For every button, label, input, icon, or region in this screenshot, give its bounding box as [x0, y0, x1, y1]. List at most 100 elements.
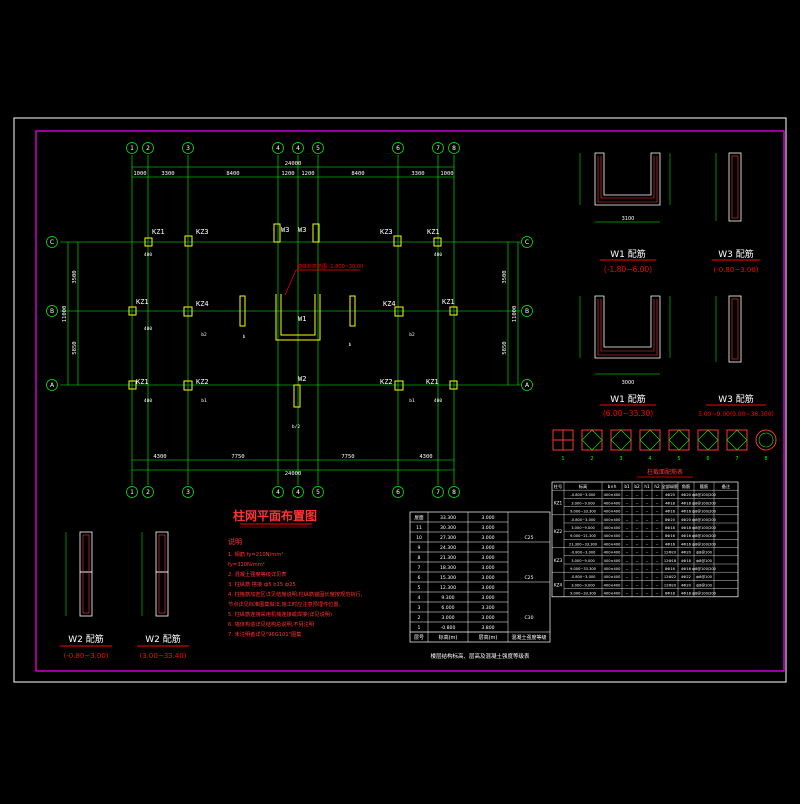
level-cell: 15.300 — [440, 575, 456, 581]
col-table-cell: -- — [626, 526, 629, 530]
grid-label-x: 5 — [316, 145, 320, 152]
level-cell: 24.300 — [440, 545, 456, 551]
note-line: 1. 钢筋 fy=210N/mm² — [228, 550, 284, 558]
grid-bubble — [292, 486, 304, 498]
col-table-cell: ф8@100/200 — [692, 501, 717, 505]
column-type-3: 3 — [610, 429, 632, 462]
col-table-cell: 4Ф16 — [665, 510, 676, 514]
col-table-cell: ф8@100 — [696, 551, 713, 555]
col-table-cell: -- — [646, 493, 649, 497]
col-table-cell: 4Ф16 — [681, 542, 692, 546]
type-label: 5 — [677, 456, 680, 462]
small-dim: 400 — [434, 398, 442, 404]
grid-bubble — [292, 142, 304, 154]
top-dim: 3300 — [411, 171, 424, 177]
grid-label-x: 6 — [396, 489, 400, 496]
col-table-cell: -- — [656, 534, 659, 538]
col-table-cell: 9.000~33.300 — [570, 510, 597, 514]
col-table-cell: -- — [626, 518, 629, 522]
label-w3: W3 — [298, 226, 306, 234]
col-table-cell: -- — [626, 559, 629, 563]
level-cell: 30.300 — [440, 525, 456, 531]
level-cell: 3.000 — [481, 545, 494, 551]
col-table-cell: 4Ф18 — [681, 501, 692, 505]
grid-bubble — [126, 486, 138, 498]
level-cell: 27.300 — [440, 535, 456, 541]
col-table-cell: 4Ф18 — [681, 559, 692, 563]
grid-label-x: 4 — [296, 145, 300, 152]
label-kz1: KZ1 — [426, 378, 439, 386]
inner-border — [35, 130, 785, 672]
top-dim: 3300 — [161, 171, 174, 177]
wall-w2 — [293, 384, 301, 408]
type-label: 2 — [590, 456, 593, 462]
grid-bubble — [272, 486, 284, 498]
column-kz1 — [449, 306, 458, 316]
section-w2-details: W2 配筋 (-0.80~3.00) W2 配筋 (3.00~33.40) — [60, 531, 189, 660]
col-table-cell: 9.000~33.300 — [570, 592, 597, 596]
section-titles-right: W1 配筋 (-1.80~6.00) 3100 W3 配筋 (-0.80~3.0… — [600, 216, 774, 418]
note-line: fy=310N/mm² — [228, 562, 265, 568]
left-dim: 3500 — [72, 270, 78, 283]
col-table-cell: -- — [626, 592, 629, 596]
bottom-dim: 7750 — [341, 454, 354, 460]
level-cell: 12.300 — [440, 585, 456, 591]
column-type-8: 8 — [755, 429, 777, 462]
col-table-cell: 4Ф16 — [665, 542, 676, 546]
grid-bubble — [521, 236, 533, 248]
grid-label-x: 2 — [146, 489, 150, 496]
level-cell: 3.800 — [481, 625, 494, 631]
level-cell: 2 — [418, 615, 421, 621]
grid-lines-vertical — [131, 155, 455, 485]
column-kz1 — [128, 306, 137, 316]
level-cell: C25 — [524, 535, 533, 541]
col-table-title: 柱截面配筋表 — [647, 468, 683, 476]
col-table-cell: ф8@100/200 — [692, 592, 717, 596]
col-table-cell: 9.000~21.300 — [570, 534, 597, 538]
col-table-header: b2 — [634, 484, 640, 489]
label-kz2: KZ2 — [196, 378, 209, 386]
small-dim: 400 — [434, 252, 442, 258]
level-cell: 3.000 — [481, 585, 494, 591]
column-type-1: 1 — [552, 429, 574, 462]
level-cell: 7 — [418, 565, 421, 571]
level-cell: 10 — [416, 535, 422, 541]
column-kz3 — [393, 235, 402, 247]
col-table-cell: 400×400 — [604, 559, 621, 563]
column-kz2 — [394, 380, 404, 391]
grid-label-y: A — [50, 382, 55, 389]
column-kz4 — [394, 306, 404, 317]
col-table-header: 备注 — [722, 483, 731, 490]
right-dim: 5850 — [502, 341, 508, 354]
col-table-cell: 8Ф16 — [665, 534, 676, 538]
section-title-w3-upper: W3 配筋 — [718, 248, 754, 260]
small-dim: b2 — [409, 332, 415, 338]
col-table-cell: 3.000~9.000 — [571, 559, 595, 563]
col-table-cell: -- — [646, 518, 649, 522]
grid-bubble — [46, 379, 58, 391]
level-cell: 3 — [418, 605, 421, 611]
notes-heading: 说明 — [228, 537, 242, 546]
grid-label-y: B — [50, 308, 54, 315]
grid-label-x: 8 — [452, 489, 456, 496]
left-dim: 11000 — [62, 306, 68, 323]
level-cell: 18.300 — [440, 565, 456, 571]
small-dim: 400 — [144, 398, 152, 404]
section-range-w1-upper: (-1.80~6.00) — [604, 265, 652, 274]
level-cell: 6 — [418, 575, 421, 581]
level-cell: -0.800 — [441, 625, 456, 631]
col-table-cell: 3.000~9.000 — [571, 526, 595, 530]
column-kz1 — [433, 237, 442, 247]
col-table-cell: 8Ф18 — [665, 526, 676, 530]
col-table-cell: 8Ф20 — [665, 518, 676, 522]
col-table-cell: -0.800~3.000 — [571, 493, 597, 497]
col-table-cell: -- — [636, 501, 639, 505]
column-kz4 — [183, 306, 193, 317]
section-w2-left — [65, 531, 93, 617]
label-kz2: KZ2 — [380, 378, 393, 386]
level-cell: 4 — [418, 595, 421, 601]
wall-note: 墙体标高范围 -1.800~30.00 — [297, 263, 363, 270]
column-type-7: 7 — [726, 429, 748, 462]
